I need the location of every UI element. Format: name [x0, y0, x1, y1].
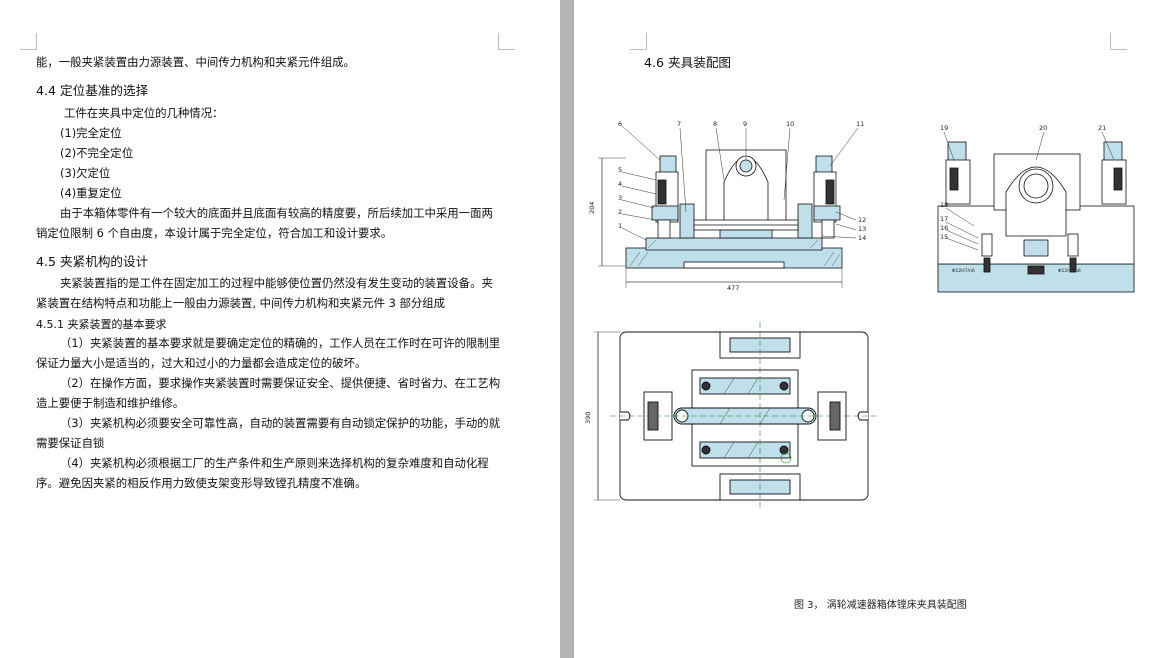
dimension-width: 477 — [727, 284, 739, 292]
balloon-11: 11 — [856, 120, 864, 128]
margin-mark-top-right — [1110, 33, 1127, 50]
heading-4-4: 4.4 定位基准的选择 — [36, 83, 149, 98]
intro-line: 能，一般夹紧装置由力源装置、中间传力机构和夹紧元件组成。 — [36, 55, 355, 69]
case-item-1: (1)完全定位 — [60, 126, 122, 140]
assembly-drawing: 6 5 4 3 2 1 7 8 9 10 11 12 13 14 477 204 — [584, 120, 1135, 510]
case-item-4: (4)重复定位 — [60, 186, 122, 200]
balloon-21: 21 — [1098, 124, 1106, 132]
balloon-10: 10 — [786, 120, 794, 128]
plan-dimension-height: 390 — [584, 412, 592, 424]
balloon-8: 8 — [713, 120, 717, 128]
right-page: 4.6 夹具装配图 — [574, 0, 1164, 658]
heading-4-6: 4.6 夹具装配图 — [644, 55, 732, 70]
front-view — [598, 125, 859, 288]
side-view — [937, 131, 1135, 293]
paragraph-4-4: 由于本箱体零件有一个较大的底面并且底面有较高的精度要，所后续加工中采用一面两销定… — [36, 206, 493, 240]
balloon-7: 7 — [677, 120, 681, 128]
requirement-4: （4）夹紧机构必须根据工厂的生产条件和生产原则来选择机构的复杂难度和自动化程序。… — [36, 456, 489, 490]
plan-center-lines — [610, 322, 878, 510]
balloon-2: 2 — [618, 208, 622, 216]
case-item-2: (2)不完全定位 — [60, 146, 134, 160]
balloon-4: 4 — [618, 180, 622, 188]
dimension-height: 204 — [588, 202, 596, 214]
requirement-1: （1）夹紧装置的基本要求就是要确定定位的精确的，工作人员在工作时在可许的限制里保… — [36, 336, 501, 370]
lead-line: 工件在夹具中定位的几种情况： — [64, 106, 224, 120]
side-view-labels: 19 20 21 18 17 16 15 Φ12H7/n6 Φ12H7/n6 — [940, 124, 1106, 274]
margin-mark-top-right — [498, 33, 515, 50]
balloon-6: 6 — [618, 120, 622, 128]
requirement-3: （3）夹紧机构必须要安全可靠性高，自动的装置需要有自动锁定保护的功能，手动的就需… — [36, 416, 501, 450]
balloon-1: 1 — [618, 222, 622, 230]
margin-mark-top-left — [20, 33, 37, 50]
left-page: 能，一般夹紧装置由力源装置、中间传力机构和夹紧元件组成。 4.4 定位基准的选择… — [0, 0, 560, 658]
balloon-14: 14 — [858, 234, 866, 242]
case-item-3: (3)欠定位 — [60, 166, 111, 180]
paragraph-4-5: 夹紧装置指的是工件在固定加工的过程中能够使位置仍然没有发生变动的装置设备。夹紧装… — [36, 276, 493, 310]
fit-label-right: Φ12H7/n6 — [1058, 268, 1081, 274]
heading-4-5: 4.5 夹紧机构的设计 — [36, 254, 149, 269]
heading-4-5-1: 4.5.1 夹紧装置的基本要求 — [36, 318, 167, 331]
balloon-15: 15 — [940, 233, 948, 241]
balloon-20: 20 — [1039, 124, 1047, 132]
balloon-5: 5 — [618, 166, 622, 174]
balloon-19: 19 — [940, 124, 948, 132]
front-view-labels: 6 5 4 3 2 1 7 8 9 10 11 12 13 14 477 204 — [588, 120, 866, 292]
plan-view-labels: 390 — [584, 412, 592, 424]
fit-label-left: Φ12H7/n6 — [952, 268, 975, 274]
balloon-3: 3 — [618, 194, 622, 202]
margin-mark-top-left — [630, 33, 647, 50]
balloon-18: 18 — [940, 201, 948, 209]
balloon-17: 17 — [940, 215, 948, 223]
balloon-12: 12 — [858, 216, 866, 224]
requirement-2: （2）在操作方面，要求操作夹紧装置时需要保证安全、提供便捷、省时省力、在工艺构造… — [36, 376, 501, 410]
balloon-16: 16 — [940, 224, 948, 232]
balloon-13: 13 — [858, 225, 866, 233]
figure-caption: 图 3， 涡轮减速器箱体镗床夹具装配图 — [794, 600, 967, 611]
balloon-9: 9 — [743, 120, 747, 128]
